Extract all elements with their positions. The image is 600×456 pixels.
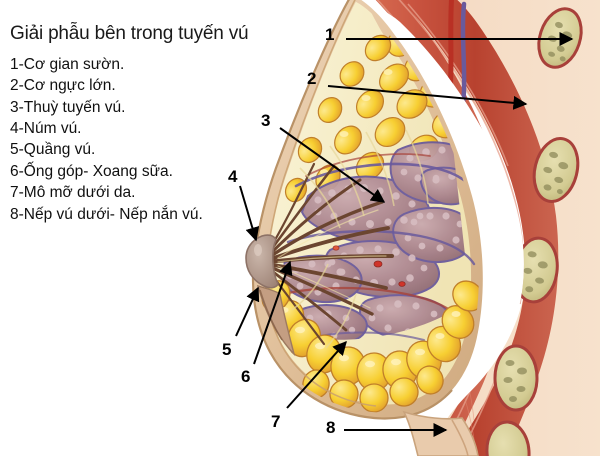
callout-number-5: 5	[222, 340, 232, 359]
areola-shadow	[259, 289, 283, 341]
breast-group	[245, 0, 483, 456]
leader-7	[286, 340, 347, 409]
callout-number-8: 8	[326, 418, 336, 437]
inframammary-fold-crease	[451, 419, 469, 456]
callout-number-2: 2	[307, 69, 317, 88]
callout-number-3: 3	[261, 111, 271, 130]
callout-number-1: 1	[325, 25, 335, 44]
nipple-highlight	[254, 244, 262, 256]
leader-6	[253, 260, 293, 365]
callout-number-4: 4	[228, 167, 238, 186]
cooper-ligaments	[291, 129, 429, 349]
callout-leaders	[235, 32, 574, 437]
leader-5	[235, 286, 260, 337]
nipple-areola-complex	[245, 234, 296, 357]
vessel-cross-sections	[332, 245, 406, 287]
leader-3	[279, 127, 386, 203]
leader-2	[327, 85, 528, 110]
nipple	[245, 234, 279, 289]
callout-number-7: 7	[271, 412, 281, 431]
leader-4	[239, 185, 260, 242]
callout-number-6: 6	[241, 367, 251, 386]
